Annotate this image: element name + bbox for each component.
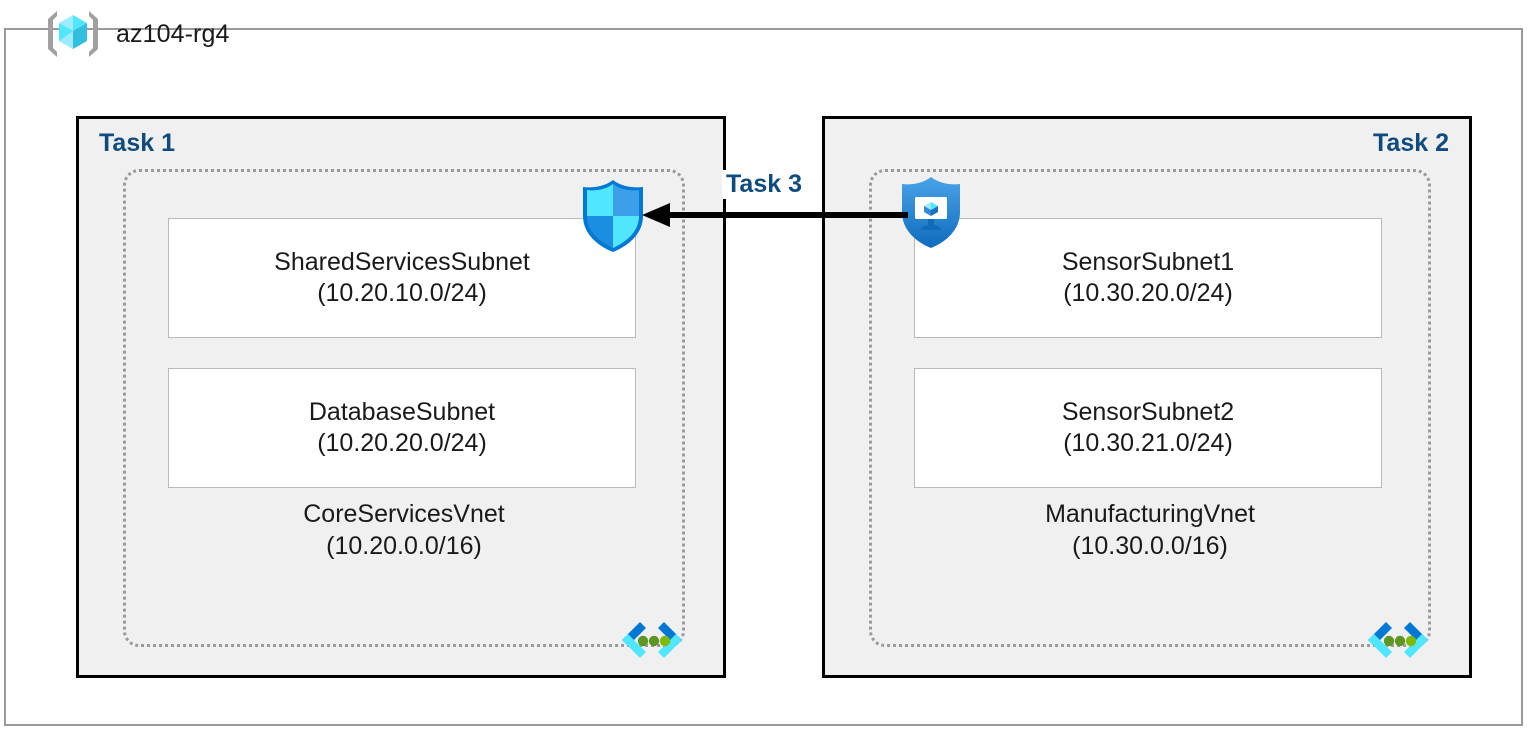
network-security-group-shield-icon	[578, 178, 648, 254]
left-arrow-connector	[640, 196, 908, 234]
vnet-name: CoreServicesVnet	[303, 500, 505, 528]
vnet-cidr: (10.20.0.0/16)	[326, 531, 482, 560]
task1-vnet-caption: CoreServicesVnet (10.20.0.0/16)	[126, 500, 682, 561]
resource-group-frame	[4, 28, 1523, 726]
vnet-icon	[616, 616, 688, 660]
task2-vnet-container: SensorSubnet1 (10.30.20.0/24) SensorSubn…	[869, 169, 1431, 658]
subnet-shared-services: SharedServicesSubnet (10.20.10.0/24)	[168, 218, 636, 338]
subnet-name: SensorSubnet2	[1061, 397, 1235, 426]
vnet-name: ManufacturingVnet	[1045, 500, 1255, 528]
task1-label: Task 1	[99, 129, 175, 157]
task2-label: Task 2	[1373, 129, 1449, 157]
subnet-cidr: (10.20.10.0/24)	[317, 279, 487, 307]
subnet-database: DatabaseSubnet (10.20.20.0/24)	[168, 368, 636, 488]
task3-label: Task 3	[722, 170, 806, 199]
subnet-name: DatabaseSubnet	[308, 397, 496, 426]
vnet-icon	[1362, 616, 1434, 660]
subnet-cidr: (10.30.20.0/24)	[1063, 279, 1233, 307]
subnet-sensor-2: SensorSubnet2 (10.30.21.0/24)	[914, 368, 1382, 488]
vnet-cidr: (10.30.0.0/16)	[1072, 531, 1228, 560]
resource-group-header: az104-rg4	[44, 6, 229, 62]
resource-group-name: az104-rg4	[116, 19, 230, 48]
subnet-name: SensorSubnet1	[1061, 247, 1235, 276]
frame-title-gap	[42, 50, 372, 68]
subnet-name: SharedServicesSubnet	[274, 247, 530, 276]
subnet-cidr: (10.30.21.0/24)	[1063, 429, 1233, 457]
task2-vnet-caption: ManufacturingVnet (10.30.0.0/16)	[872, 500, 1428, 561]
defender-shield-monitor-icon	[896, 174, 966, 250]
resource-group-cube-icon	[44, 8, 102, 60]
subnet-cidr: (10.20.20.0/24)	[317, 429, 487, 457]
subnet-sensor-1: SensorSubnet1 (10.30.20.0/24)	[914, 218, 1382, 338]
